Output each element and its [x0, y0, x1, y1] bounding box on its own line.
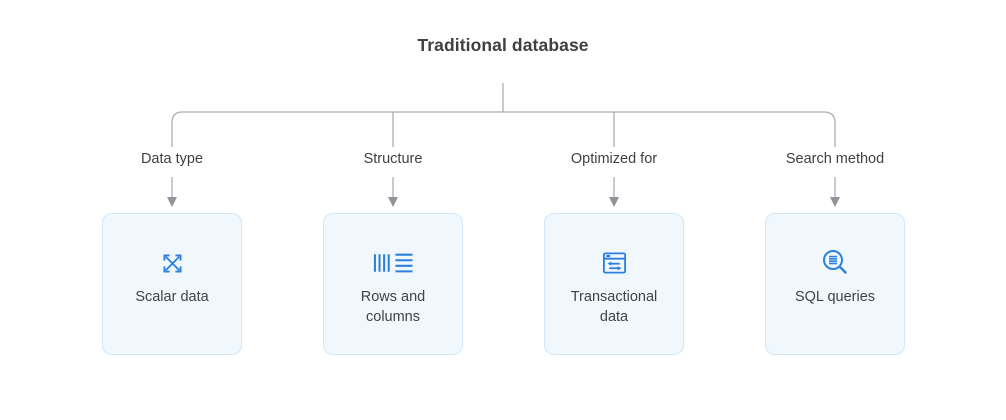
diagram-title: Traditional database: [417, 35, 589, 55]
card-transactional-data: Transactional data: [544, 213, 684, 355]
search-query-icon: [820, 247, 850, 279]
card-scalar-data: Scalar data: [102, 213, 242, 355]
card-sql-queries: SQL queries: [765, 213, 905, 355]
window-sync-arrows-icon: [601, 247, 628, 279]
expand-arrows-icon: [158, 247, 187, 279]
branch-label-search-method: Search method: [785, 151, 885, 167]
card-label: Scalar data: [135, 289, 209, 305]
card-label: SQL queries: [794, 289, 876, 305]
branch-label-data-type: Data type: [140, 151, 204, 167]
branch-label-optimized-for: Optimized for: [570, 151, 658, 167]
card-label: Rows and columns: [360, 289, 426, 325]
rows-columns-icon: [373, 247, 414, 279]
card-label: Transactional data: [570, 289, 658, 325]
branch-label-structure: Structure: [363, 151, 423, 167]
card-rows-and-columns: Rows and columns: [323, 213, 463, 355]
